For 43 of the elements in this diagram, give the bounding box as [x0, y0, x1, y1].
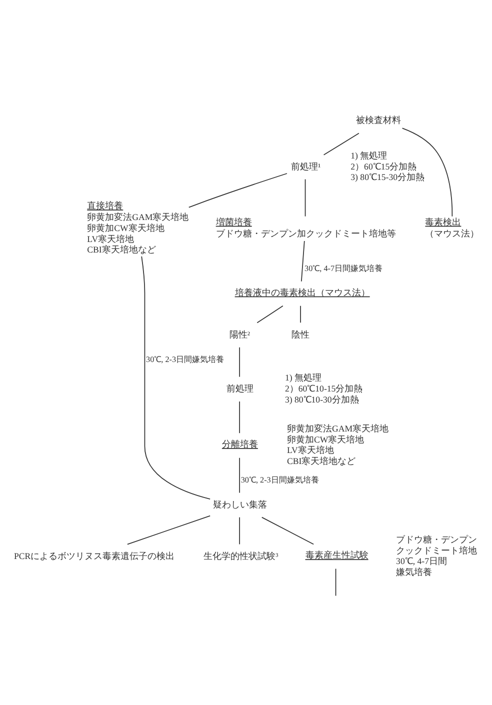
connector: [126, 515, 211, 545]
node-text: 毒素検出 （マウス法）: [425, 216, 480, 238]
node-label: 2）60℃10-15分加熱: [284, 383, 363, 394]
connector: [239, 516, 240, 545]
node-text: 直接培養 卵黄加変法GAM寒天培地 卵黄加CW寒天培地 LV寒天培地 CBI寒天培地など: [87, 200, 189, 255]
node-text: 陰性: [292, 329, 310, 340]
node-text: 陽性²: [229, 329, 250, 340]
node-label: 3) 80℃15-30分加熱: [350, 172, 425, 182]
node-label: 2）60℃15分加熱: [350, 161, 417, 172]
connector: [141, 256, 211, 500]
node-label: クックドミート培地: [396, 545, 478, 556]
connector: [188, 173, 288, 208]
connector: [261, 516, 314, 545]
connector: [300, 305, 301, 324]
node-label: 3) 80℃10-30分加熱: [284, 394, 359, 404]
node-text: 前処理¹: [291, 161, 321, 172]
connector: [239, 457, 240, 494]
node-text: 被検査材料: [356, 115, 402, 126]
node-label: 卵黄加CW寒天培地: [286, 434, 364, 444]
node-text: 疑わしい集落: [213, 499, 268, 510]
node-label: 30℃, 4-7日間: [396, 556, 447, 566]
connector: [300, 240, 305, 282]
node-text: PCRによるボツリヌス毒素遺伝子の検出: [14, 550, 175, 561]
node-label: 1) 無処理: [350, 150, 388, 160]
connector: [304, 178, 306, 217]
node-label: ブドウ糖・デンプン: [396, 534, 478, 545]
connector: [239, 401, 240, 434]
connector: [335, 568, 336, 596]
node-label: 1) 無処理: [284, 372, 322, 383]
node-label: 卵黄加変法GAM寒天培地: [286, 423, 389, 434]
connector: [239, 346, 240, 378]
node-text: 前処理: [226, 383, 254, 394]
connector: [402, 128, 453, 217]
connector: [323, 132, 360, 156]
node-label: CBI寒天培地など: [286, 456, 356, 466]
node-text: 増菌培養 ブドウ糖・デンプン加クックドミート培地等: [216, 216, 396, 238]
node-label: LV寒天培地: [286, 445, 334, 456]
node-text: 生化学的性状試験³: [204, 550, 278, 561]
node-text: 分離培養: [222, 439, 258, 450]
node-text: 培養液中の毒素検出（マウス法）: [234, 287, 370, 298]
connector: [256, 305, 284, 324]
node-text: 毒素産生性試験: [305, 550, 368, 560]
node-label: 嫌気培養: [396, 567, 432, 578]
